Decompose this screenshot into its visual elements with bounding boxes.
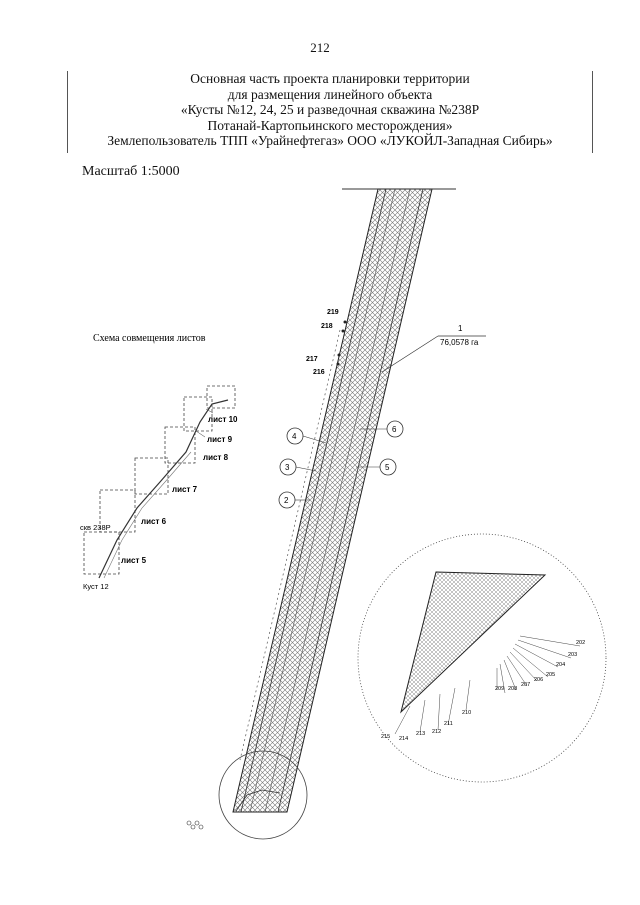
corridor-inner-line-d xyxy=(277,188,424,813)
sheet-label-5: лист 5 xyxy=(121,556,147,565)
circle-label-2: 2 xyxy=(284,496,289,505)
parcel-leader-line xyxy=(381,335,439,373)
document-header: Основная часть проекта планировки террит… xyxy=(67,71,593,153)
detail-label-214: 214 xyxy=(399,736,408,742)
circle-label-3: 3 xyxy=(285,463,290,472)
scheme-route-line xyxy=(98,399,229,579)
detail-label-215: 215 xyxy=(381,734,390,740)
parcel-area: 76,0578 га xyxy=(440,338,479,347)
left-dashed-boundary xyxy=(239,329,341,761)
detail-label-210: 210 xyxy=(462,710,471,716)
header-right-border xyxy=(592,71,593,153)
corridor-strip xyxy=(232,188,433,813)
detail-circle xyxy=(357,533,607,783)
detail-label-209: 209 xyxy=(495,686,504,692)
detail-corridor-strip xyxy=(400,571,547,714)
detail-label-213: 213 xyxy=(416,731,425,737)
sheet-label-6: лист 6 xyxy=(141,517,167,526)
header-line-4: Потанай-Картопьинского месторождения» xyxy=(207,117,453,133)
circle-label-6: 6 xyxy=(392,425,397,434)
header-line-3: «Кусты №12, 24, 25 и разведочная скважин… xyxy=(180,102,480,117)
detail-label-211: 211 xyxy=(444,721,453,727)
header-line-5: Землепользователь ТПП «Урайнефтегаз» ООО… xyxy=(107,133,553,148)
detail-leader-lines xyxy=(394,635,581,735)
detail-label-203: 203 xyxy=(568,652,577,658)
corridor-inner-line-c xyxy=(264,188,411,813)
bottom-detail-circle xyxy=(218,750,308,840)
header-left-border xyxy=(67,71,68,153)
page-number: 212 xyxy=(310,40,330,55)
point-label-219: 219 xyxy=(327,309,339,316)
header-line-2: для размещения линейного объекта xyxy=(227,86,433,102)
scheme-route-line-2 xyxy=(103,451,192,579)
circle-label-5: 5 xyxy=(385,463,390,472)
point-label-216: 216 xyxy=(313,369,325,376)
corridor-inner-line-b xyxy=(249,188,396,813)
scale-label: Масштаб 1:5000 xyxy=(82,164,180,179)
detail-label-212: 212 xyxy=(432,729,441,735)
detail-label-204: 204 xyxy=(556,662,565,668)
point-label-217: 217 xyxy=(306,356,318,363)
corridor-inner-line-a xyxy=(240,188,387,813)
detail-label-202: 202 xyxy=(576,640,585,646)
sheet-label-8: лист 8 xyxy=(203,453,229,462)
detail-label-205: 205 xyxy=(546,672,555,678)
sheet-label-10: лист 10 xyxy=(208,415,238,424)
header-line-1: Основная часть проекта планировки террит… xyxy=(190,71,470,86)
well-label: скв 238Р xyxy=(80,523,111,532)
pad-label: Куст 12 xyxy=(83,582,109,591)
small-legend-glyph xyxy=(186,820,204,830)
bottom-detail-lines xyxy=(235,789,281,812)
detail-label-207: 207 xyxy=(521,682,530,688)
point-label-218: 218 xyxy=(321,323,333,330)
sheet-label-9: лист 9 xyxy=(207,435,233,444)
circle-label-4: 4 xyxy=(292,432,297,441)
scheme-title: Схема совмещения листов xyxy=(93,333,206,344)
detail-label-206: 206 xyxy=(534,677,543,683)
parcel-number: 1 xyxy=(458,324,463,333)
detail-label-208: 208 xyxy=(508,686,517,692)
sheet-label-7: лист 7 xyxy=(172,485,198,494)
